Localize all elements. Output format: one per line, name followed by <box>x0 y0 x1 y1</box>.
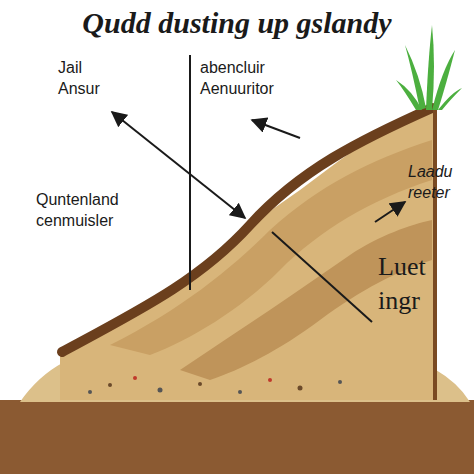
grass-tuft <box>396 25 462 110</box>
part-label: Quntenland cenmuisler <box>36 190 119 232</box>
part-label: Jail Ansur <box>58 58 100 100</box>
part-label: Luet ingr <box>378 250 426 318</box>
part-label: Laadu reeter <box>408 162 453 204</box>
soil-layer <box>180 220 432 380</box>
cliff-face <box>433 106 437 400</box>
topsoil-crust <box>62 108 432 352</box>
hill-body <box>60 108 436 400</box>
diagram-title: Qudd dusting up gslandy <box>82 6 391 39</box>
leader-lines <box>112 55 405 322</box>
ground-band <box>0 400 474 474</box>
pebbles <box>88 376 342 394</box>
part-label: abencluir Aenuuritor <box>200 58 274 100</box>
